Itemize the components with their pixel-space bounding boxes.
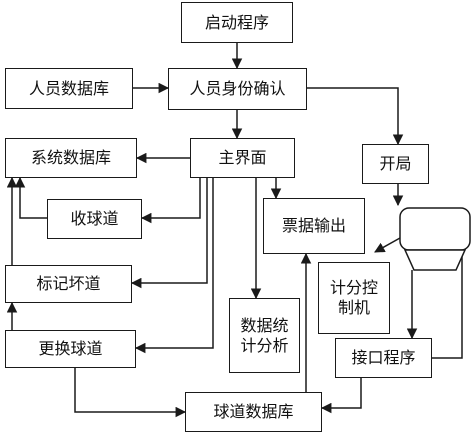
- node-interface-program-label: 接口程序: [351, 348, 416, 367]
- node-system-database: 系统数据库: [5, 138, 137, 178]
- arrow-interface-to-lanedb: [320, 378, 362, 414]
- node-stats-analysis: 数据统计分析: [229, 298, 300, 373]
- arrow-main-to-collect: [140, 178, 201, 224]
- node-person-database-label: 人员数据库: [28, 78, 109, 98]
- node-open-game: 开局: [362, 144, 429, 184]
- node-mark-bad-lane-label: 标记坏道: [36, 274, 101, 293]
- arrow-main-to-replace: [134, 178, 214, 354]
- node-start-program: 启动程序: [181, 2, 293, 43]
- arrow-device-to-controller: [374, 237, 401, 253]
- arrow-collect-to-systemdb: [14, 176, 47, 219]
- node-ticket-output: 票据输出: [263, 198, 365, 254]
- node-score-controller-label: 计分控制机: [329, 278, 378, 317]
- node-replace-lane-label: 更换球道: [38, 339, 103, 358]
- node-main-screen-label: 主界面: [218, 148, 267, 167]
- node-lane-database-label: 球道数据库: [213, 402, 294, 421]
- bowling-lane-device-icon: [399, 207, 471, 271]
- node-ticket-output-label: 票据输出: [281, 216, 346, 235]
- node-identity-check-label: 人员身份确认: [189, 79, 286, 98]
- arrow-replace-to-lanedb: [74, 368, 187, 418]
- node-mark-bad-lane: 标记坏道: [5, 265, 132, 303]
- node-collect-lane: 收球道: [47, 199, 142, 239]
- node-main-screen: 主界面: [190, 138, 295, 178]
- node-person-database: 人员数据库: [5, 68, 133, 109]
- node-stats-analysis-label: 数据统计分析: [240, 315, 289, 355]
- node-start-program-label: 启动程序: [204, 12, 269, 32]
- node-score-controller: 计分控制机: [318, 262, 390, 334]
- node-collect-lane-label: 收球道: [70, 209, 119, 228]
- arrow-main-to-markbad: [130, 178, 208, 289]
- node-open-game-label: 开局: [379, 154, 412, 173]
- node-interface-program: 接口程序: [335, 338, 432, 378]
- node-lane-database: 球道数据库: [185, 392, 322, 432]
- arrow-identity-to-open: [307, 87, 404, 146]
- node-identity-check: 人员身份确认: [168, 68, 307, 110]
- node-system-database-label: 系统数据库: [30, 148, 111, 167]
- node-replace-lane: 更换球道: [5, 330, 136, 368]
